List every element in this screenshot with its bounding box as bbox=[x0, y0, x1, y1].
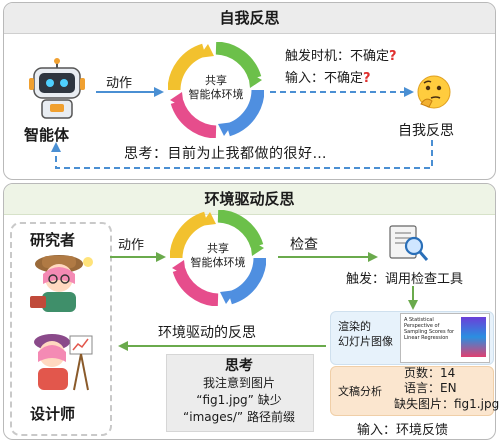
thought-box-title: 思考 bbox=[225, 358, 253, 374]
language: 语言：EN bbox=[404, 381, 457, 395]
action-arrow bbox=[96, 87, 164, 97]
slide-thumbnail: A Statistical Perspective of Sampling Sc… bbox=[400, 313, 490, 363]
thinking-face-icon bbox=[417, 75, 451, 109]
designer-label: 设计师 bbox=[30, 405, 76, 423]
action-label: 动作 bbox=[106, 76, 133, 91]
inspect-tool-icon bbox=[389, 225, 429, 261]
trigger-timing-text: 触发时机：不确定 bbox=[285, 49, 390, 64]
thought-box bbox=[166, 354, 314, 432]
thought-line2: “fig1.jpg” 缺少 bbox=[196, 393, 282, 407]
robot-icon bbox=[29, 58, 85, 119]
slide-thumbnail-title: A Statistical Perspective of Sampling Sc… bbox=[404, 317, 455, 341]
question-mark: ? bbox=[389, 49, 397, 64]
shared-environment-cycle-bottom bbox=[170, 210, 266, 306]
self-reflection-title: 自我反思 bbox=[4, 3, 495, 34]
input-env-feedback: 输入：环境反馈 bbox=[357, 423, 449, 438]
self-reflection-panel: 自我反思 bbox=[3, 2, 496, 180]
pages-count: 页数：14 bbox=[404, 366, 456, 380]
dashed-arrow-to-reflection bbox=[270, 87, 414, 97]
environment-label-line1-bottom: 共享 bbox=[207, 242, 229, 255]
environment-label-line1: 共享 bbox=[205, 74, 227, 87]
input-uncertain: 输入：不确定? bbox=[285, 67, 371, 86]
researcher-avatar-icon bbox=[30, 255, 93, 312]
researcher-label: 研究者 bbox=[30, 231, 76, 249]
action-arrow-bottom bbox=[110, 252, 166, 262]
rendered-label-line2: 幻灯片图像 bbox=[338, 335, 393, 348]
doc-analysis-label: 文稿分析 bbox=[338, 385, 382, 398]
feedback-loop-arrow bbox=[51, 140, 433, 169]
shared-environment-cycle bbox=[168, 42, 264, 138]
doc-analysis-card bbox=[330, 366, 494, 416]
rendered-label-line1: 渲染的 bbox=[338, 320, 371, 333]
env-reflection-arrow bbox=[118, 341, 326, 351]
check-label: 检查 bbox=[290, 237, 318, 253]
missing-image: 缺失图片：fig1.jpg bbox=[394, 397, 500, 411]
thought-text: 思考：目前为止我都做的很好… bbox=[124, 146, 327, 162]
agent-label: 智能体 bbox=[24, 126, 70, 144]
trigger-check-tool: 触发：调用检查工具 bbox=[346, 272, 464, 287]
input-uncertain-text: 输入：不确定 bbox=[285, 71, 364, 86]
env-reflection-label: 环境驱动的反思 bbox=[158, 325, 256, 341]
env-reflection-title: 环境驱动反思 bbox=[4, 184, 495, 215]
question-mark: ? bbox=[363, 71, 371, 86]
check-arrow bbox=[278, 252, 378, 262]
thought-line3: “images/” 路径前缀 bbox=[183, 410, 295, 424]
trigger-timing: 触发时机：不确定? bbox=[285, 45, 397, 64]
environment-label-line2-bottom: 智能体环境 bbox=[190, 256, 246, 269]
designer-avatar-icon bbox=[34, 334, 93, 391]
environment-label-line2: 智能体环境 bbox=[188, 88, 244, 101]
self-reflection-label: 自我反思 bbox=[398, 123, 454, 139]
personas-box bbox=[10, 222, 112, 436]
action-label-bottom: 动作 bbox=[118, 238, 145, 253]
slide-thumbnail-graphic bbox=[461, 317, 486, 357]
down-arrow bbox=[408, 286, 418, 310]
thought-line1: 我注意到图片 bbox=[202, 376, 275, 390]
